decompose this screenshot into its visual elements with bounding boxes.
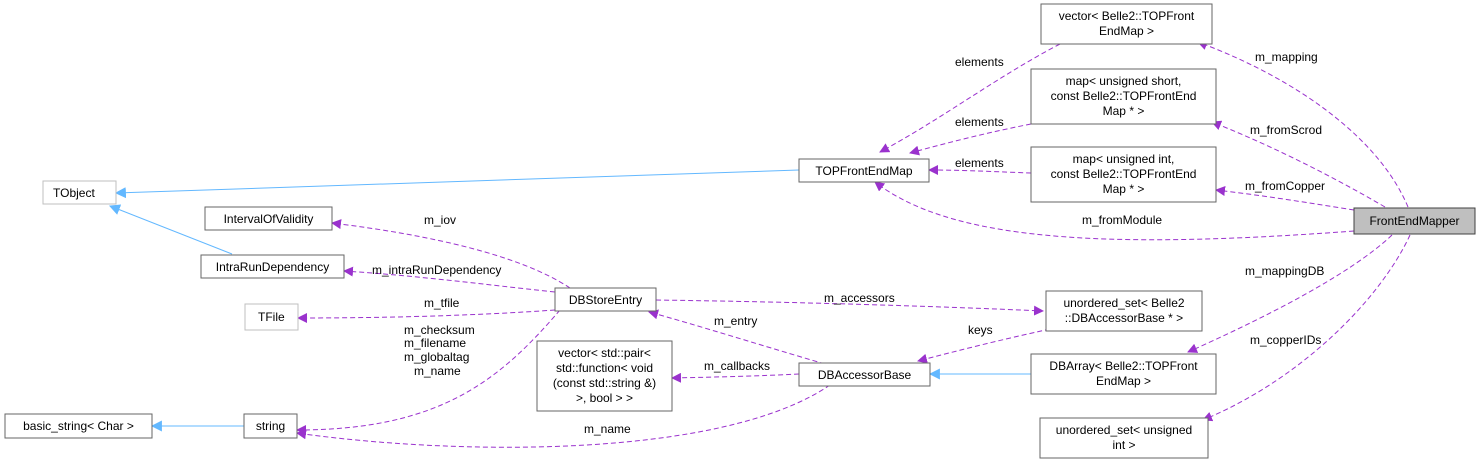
node-map-unsigned-int-line1: map< unsigned int, (1073, 152, 1175, 166)
node-unordered-set-dbaccessorbase-line2: ::DBAccessorBase * > (1065, 311, 1183, 325)
label-m-fromcopper: m_fromCopper (1245, 179, 1325, 193)
edge-m-tfile (297, 309, 556, 323)
node-unordered-set-uint-line2: int > (1112, 438, 1135, 452)
node-string-label: string (256, 419, 285, 433)
edge-keys (917, 328, 1051, 364)
label-m-iov: m_iov (424, 213, 456, 227)
edge-m-copperids (1202, 234, 1411, 422)
node-basic-string-label: basic_string< Char > (23, 419, 134, 433)
label-string-member-4: m_name (414, 364, 461, 378)
node-tfile[interactable]: TFile (244, 303, 299, 331)
label-m-accessors: m_accessors (824, 291, 895, 305)
node-dbarray-topfrontendmap-line1: DBArray< Belle2::TOPFront (1049, 359, 1198, 373)
label-m-name-bottom: m_name (584, 422, 631, 436)
node-dbstoreentry-label: DBStoreEntry (569, 293, 642, 307)
node-map-unsigned-int-line2: const Belle2::TOPFrontEnd (1051, 167, 1197, 181)
node-map-unsigned-int-line3: Map * > (1103, 182, 1145, 196)
edge-m-entry (648, 309, 826, 365)
node-vector-callbacks-line2: std::function< void (556, 361, 653, 375)
edges (108, 40, 1411, 448)
edge-m-frommodule (874, 181, 1355, 241)
edge-m-fromscrod (1211, 120, 1386, 208)
node-intrarundependency-label: IntraRunDependency (216, 260, 329, 274)
label-string-member-1: m_checksum (404, 323, 475, 337)
node-map-unsigned-short-line2: const Belle2::TOPFrontEnd (1051, 89, 1197, 103)
edge-vector-elements (879, 43, 1061, 153)
edge-m-fromcopper (1215, 186, 1355, 211)
node-map-unsigned-short-line1: map< unsigned short, (1066, 74, 1182, 88)
node-tobject-label: TObject (53, 186, 95, 200)
node-basic-string[interactable]: basic_string< Char > (4, 413, 153, 439)
nodes: vector< Belle2::TOPFront EndMap > map< u… (4, 3, 1476, 459)
label-string-member-2: m_filename (404, 336, 466, 350)
node-unordered-set-dbaccessorbase-line1: unordered_set< Belle2 (1063, 296, 1184, 310)
node-dbaccessorbase-label: DBAccessorBase (818, 368, 912, 382)
node-unordered-set-uint[interactable]: unordered_set< unsigned int > (1039, 417, 1209, 459)
node-topfrontendmap[interactable]: TOPFrontEndMap (798, 158, 930, 183)
node-map-unsigned-short[interactable]: map< unsigned short, const Belle2::TOPFr… (1030, 68, 1217, 125)
label-m-intrarundependency: m_intraRunDependency (372, 263, 501, 277)
label-m-copperids: m_copperIDs (1250, 333, 1321, 347)
label-m-tfile: m_tfile (424, 296, 460, 310)
node-dbaccessorbase[interactable]: DBAccessorBase (798, 362, 931, 387)
label-keys: keys (968, 323, 993, 337)
node-intervalofvalidity[interactable]: IntervalOfValidity (204, 206, 333, 231)
label-elements-1: elements (955, 55, 1004, 69)
node-dbarray-topfrontendmap[interactable]: DBArray< Belle2::TOPFront EndMap > (1030, 353, 1217, 395)
node-vector-callbacks-line1: vector< std::pair< (558, 346, 651, 360)
edge-topfrontendmap-inherits-tobject (114, 169, 800, 199)
node-vector-topfrontendmap-line1: vector< Belle2::TOPFront (1059, 9, 1195, 23)
node-map-unsigned-short-line3: Map * > (1103, 104, 1145, 118)
label-string-member-3: m_globaltag (404, 350, 469, 364)
edge-labels: elements elements elements m_mapping m_f… (372, 50, 1325, 436)
node-frontendmapper[interactable]: FrontEndMapper (1353, 207, 1476, 235)
node-map-unsigned-int[interactable]: map< unsigned int, const Belle2::TOPFron… (1030, 146, 1217, 203)
label-m-entry: m_entry (714, 314, 757, 328)
edge-string-members (296, 309, 561, 435)
label-elements-2: elements (955, 115, 1004, 129)
node-tobject[interactable]: TObject (42, 180, 117, 205)
node-intrarundependency[interactable]: IntraRunDependency (200, 254, 345, 279)
label-m-fromscrod: m_fromScrod (1250, 123, 1322, 137)
node-dbstoreentry[interactable]: DBStoreEntry (554, 287, 657, 312)
edge-intrarun-inherits-tobject (108, 204, 233, 255)
edge-m-iov (331, 219, 571, 289)
node-vector-topfrontendmap-line2: EndMap > (1099, 24, 1154, 38)
edge-map-uint-elements (928, 165, 1032, 176)
edge-m-accessors (655, 299, 1044, 316)
node-frontendmapper-label: FrontEndMapper (1369, 214, 1459, 228)
node-string[interactable]: string (243, 413, 298, 439)
node-intervalofvalidity-label: IntervalOfValidity (224, 212, 314, 226)
label-m-frommodule: m_fromModule (1082, 213, 1162, 227)
label-m-mappingdb: m_mappingDB (1245, 264, 1324, 278)
node-topfrontendmap-label: TOPFrontEndMap (815, 164, 912, 178)
node-unordered-set-uint-line1: unordered_set< unsigned (1056, 423, 1192, 437)
node-unordered-set-dbaccessorbase[interactable]: unordered_set< Belle2 ::DBAccessorBase *… (1045, 290, 1203, 332)
edge-m-mapping (1197, 40, 1409, 208)
label-m-mapping: m_mapping (1255, 50, 1318, 64)
node-vector-callbacks[interactable]: vector< std::pair< std::function< void (… (536, 340, 673, 412)
node-tfile-label: TFile (258, 310, 285, 324)
label-m-callbacks: m_callbacks (704, 359, 770, 373)
edge-m-intrarundependency (343, 266, 556, 293)
node-vector-callbacks-line4: >, bool > > (576, 391, 633, 405)
node-vector-topfrontendmap[interactable]: vector< Belle2::TOPFront EndMap > (1040, 3, 1213, 45)
edge-m-callbacks (671, 372, 800, 383)
node-vector-callbacks-line3: (const std::string &) (553, 376, 656, 390)
node-dbarray-topfrontendmap-line2: EndMap > (1096, 374, 1151, 388)
edge-m-name-dbaccessor (296, 384, 831, 448)
label-elements-3: elements (955, 156, 1004, 170)
